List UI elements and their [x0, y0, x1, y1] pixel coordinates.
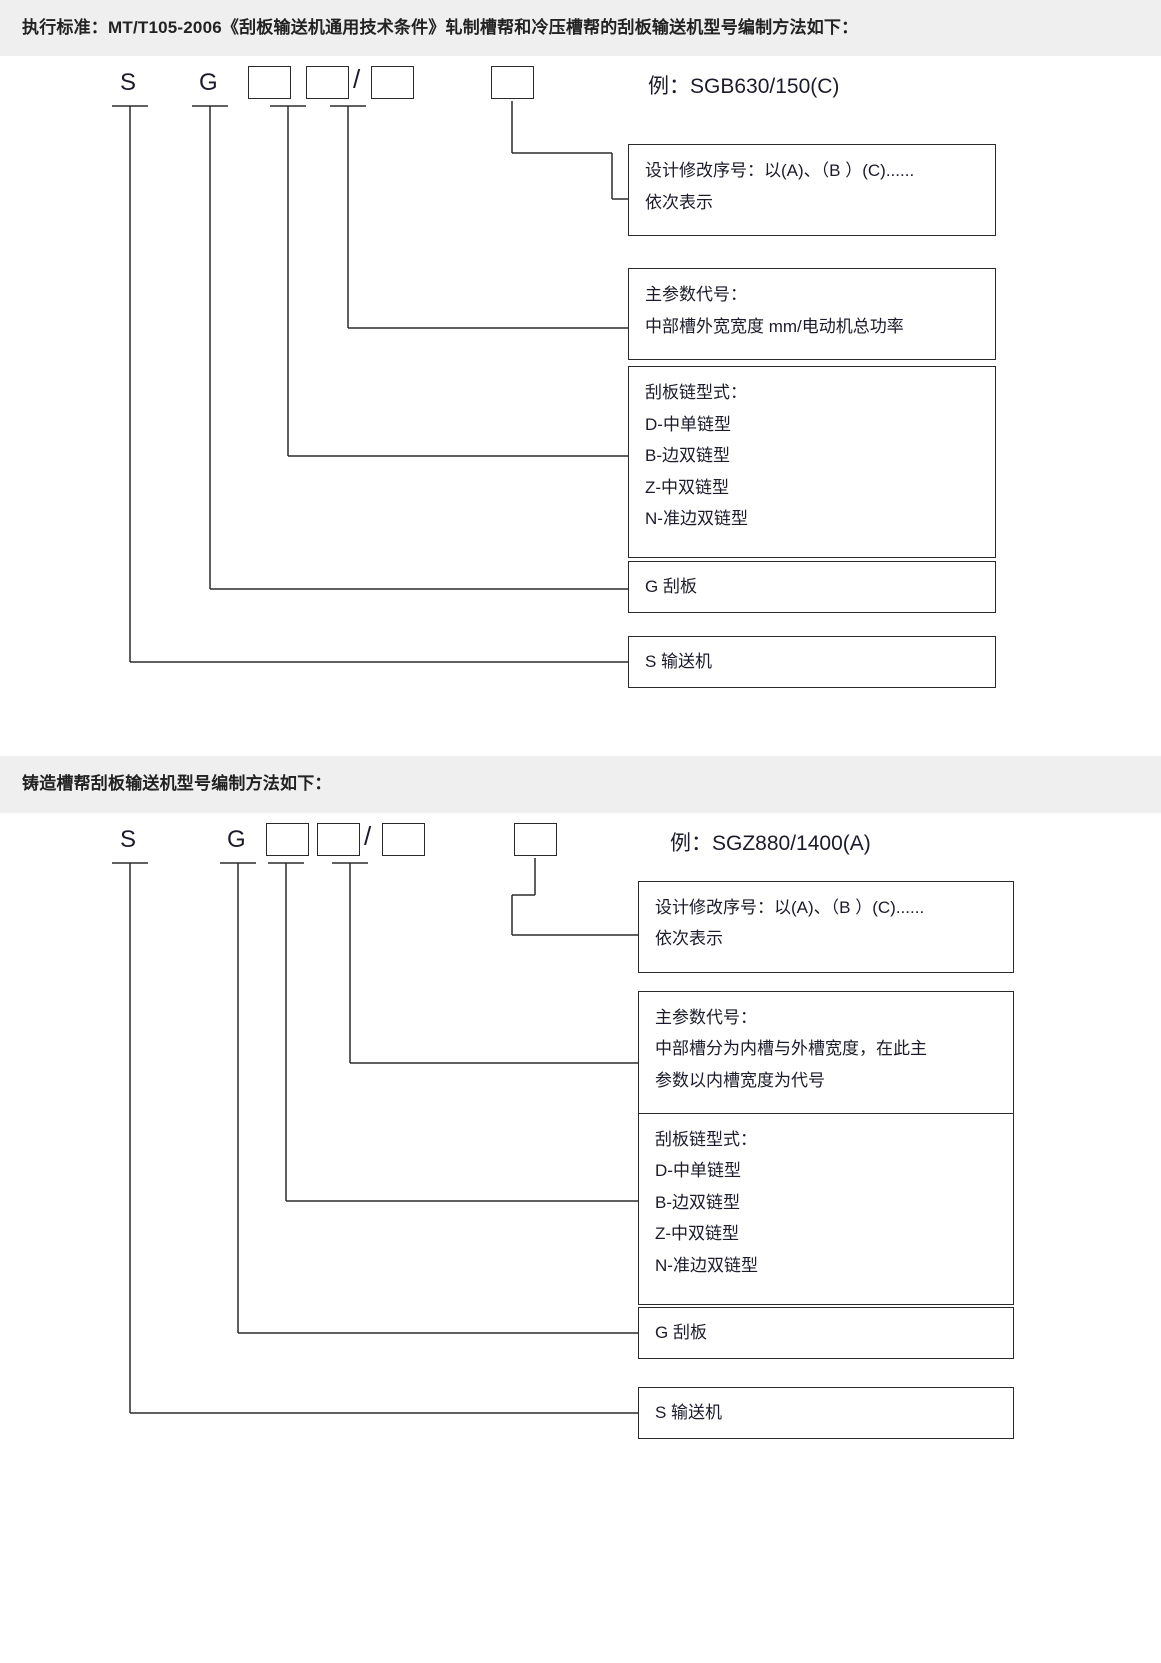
- callout-line: G 刮板: [655, 1322, 707, 1342]
- callout-line: N-准边双链型: [655, 1255, 758, 1275]
- section-body-rolled: S G / 例：SGB630/150(C) 设计修改序号：以(A)、（B ）(C…: [0, 56, 1161, 757]
- code-box-revision: [491, 66, 534, 100]
- callout-line: B-边双链型: [655, 1192, 740, 1212]
- callout-conveyor: S 输送机: [638, 1386, 1014, 1439]
- callout-line: S 输送机: [645, 652, 713, 672]
- callout-line: 刮板链型式：: [645, 383, 747, 403]
- code-letter-g: G: [199, 69, 218, 97]
- code-box-power: [382, 822, 425, 856]
- code-box-chain-type: [266, 822, 309, 856]
- callout-line: 中部槽分为内槽与外槽宽度，在此主: [655, 1039, 927, 1059]
- callout-design-revision: 设计修改序号：以(A)、（B ）(C)...... 依次表示: [628, 144, 996, 237]
- callout-chain-type: 刮板链型式： D-中单链型 B-边双链型 Z-中双链型 N-准边双链型: [638, 1112, 1014, 1305]
- callout-line: G 刮板: [645, 577, 697, 597]
- callout-line: 主参数代号：: [655, 1007, 757, 1027]
- code-letter-s: S: [120, 69, 137, 97]
- callout-line: 中部槽外宽宽度 mm/电动机总功率: [645, 316, 904, 336]
- callout-line: 设计修改序号：以(A)、（B ）(C)......: [645, 161, 915, 181]
- code-box-width: [317, 822, 360, 856]
- section-header-cast: 铸造槽帮刮板输送机型号编制方法如下：: [0, 756, 1161, 813]
- callout-conveyor: S 输送机: [628, 636, 996, 689]
- callout-line: 主参数代号：: [645, 285, 747, 305]
- callout-scraper: G 刮板: [628, 561, 996, 614]
- callout-line: B-边双链型: [645, 446, 730, 466]
- callout-line: D-中单链型: [645, 414, 731, 434]
- page-root: 执行标准：MT/T105-2006《刮板输送机通用技术条件》轧制槽帮和冷压槽帮的…: [0, 0, 1161, 1513]
- callout-main-parameter: 主参数代号： 中部槽分为内槽与外槽宽度，在此主 参数以内槽宽度为代号: [638, 990, 1014, 1115]
- section-body-cast: S G / 例：SGZ880/1400(A) 设计修改序号：以(A)、（B ）(…: [0, 812, 1161, 1513]
- example-label-rolled: 例：SGB630/150(C): [648, 75, 840, 99]
- callout-line: Z-中双链型: [645, 477, 730, 497]
- code-letter-s: S: [120, 825, 137, 853]
- callout-design-revision: 设计修改序号：以(A)、（B ）(C)...... 依次表示: [638, 880, 1014, 973]
- callout-line: N-准边双链型: [645, 509, 748, 529]
- callout-line: Z-中双链型: [655, 1224, 740, 1244]
- callout-line: 参数以内槽宽度为代号: [655, 1070, 825, 1090]
- diagram-cast: S G / 例：SGZ880/1400(A) 设计修改序号：以(A)、（B ）(…: [0, 813, 1161, 1513]
- callout-line: 依次表示: [645, 192, 713, 212]
- callout-scraper: G 刮板: [638, 1306, 1014, 1359]
- code-box-width: [306, 66, 349, 100]
- code-box-revision: [514, 822, 557, 856]
- code-slash: /: [353, 64, 361, 95]
- example-label-cast: 例：SGZ880/1400(A): [670, 831, 871, 855]
- code-letter-g: G: [227, 825, 246, 853]
- callout-line: 依次表示: [655, 929, 723, 949]
- callout-line: 刮板链型式：: [655, 1129, 757, 1149]
- code-box-power: [371, 66, 414, 100]
- code-box-chain-type: [248, 66, 291, 100]
- callout-line: D-中单链型: [655, 1161, 741, 1181]
- diagram-rolled: S G / 例：SGB630/150(C) 设计修改序号：以(A)、（B ）(C…: [0, 56, 1161, 756]
- section-header-rolled: 执行标准：MT/T105-2006《刮板输送机通用技术条件》轧制槽帮和冷压槽帮的…: [0, 0, 1161, 57]
- callout-chain-type: 刮板链型式： D-中单链型 B-边双链型 Z-中双链型 N-准边双链型: [628, 366, 996, 559]
- callout-main-parameter: 主参数代号： 中部槽外宽宽度 mm/电动机总功率: [628, 268, 996, 361]
- code-slash: /: [364, 820, 372, 851]
- callout-line: 设计修改序号：以(A)、（B ）(C)......: [655, 897, 925, 917]
- callout-line: S 输送机: [655, 1402, 723, 1422]
